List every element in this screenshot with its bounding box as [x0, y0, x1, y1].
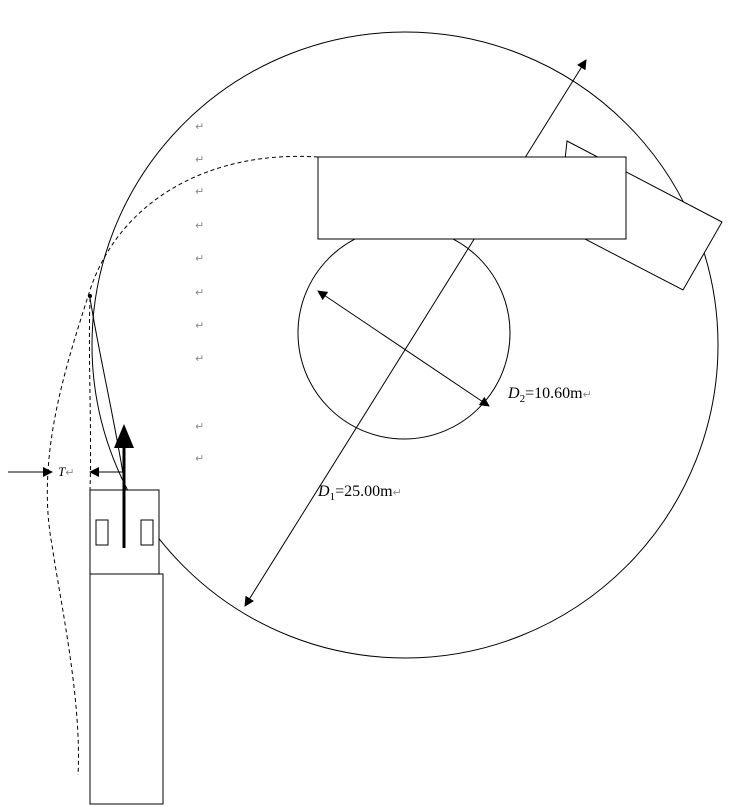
swept-path-inner-dashed: [88, 297, 92, 491]
t-label: T↵: [58, 464, 74, 479]
d2-diameter-arrow: [317, 290, 490, 407]
paragraph-mark: ↵: [195, 286, 204, 299]
d1-label: D1=25.00m↵: [317, 483, 402, 503]
paragraph-mark: ↵: [195, 219, 204, 232]
paragraph-mark: ↵: [195, 319, 204, 332]
paragraph-mark: ↵: [195, 153, 204, 166]
paragraph-mark: ↵: [195, 452, 204, 465]
cab-left-wheel: [95, 519, 109, 546]
paragraph-mark: ↵: [195, 120, 204, 133]
paragraph-marks: ↵ ↵ ↵ ↵ ↵ ↵ ↵ ↵ ↵ ↵: [195, 120, 204, 465]
vehicle-body-top: [317, 156, 627, 240]
tangent-curve: [89, 297, 127, 493]
swept-path-outer-dashed: [46, 155, 319, 776]
path-start-dot: [88, 294, 92, 298]
direction-arrow-head: [114, 424, 134, 448]
outer-turning-circle: [91, 31, 719, 659]
vehicle-trailer: [89, 573, 164, 805]
inner-turning-circle: [297, 226, 511, 440]
d1-diameter-arrow: [244, 59, 587, 607]
paragraph-mark: ↵: [195, 185, 204, 198]
paragraph-mark: ↵: [195, 352, 204, 365]
d2-label: D2=10.60m↵: [507, 385, 592, 405]
paragraph-mark: ↵: [195, 420, 204, 433]
cab-right-wheel: [140, 519, 154, 546]
paragraph-mark: ↵: [195, 252, 204, 265]
